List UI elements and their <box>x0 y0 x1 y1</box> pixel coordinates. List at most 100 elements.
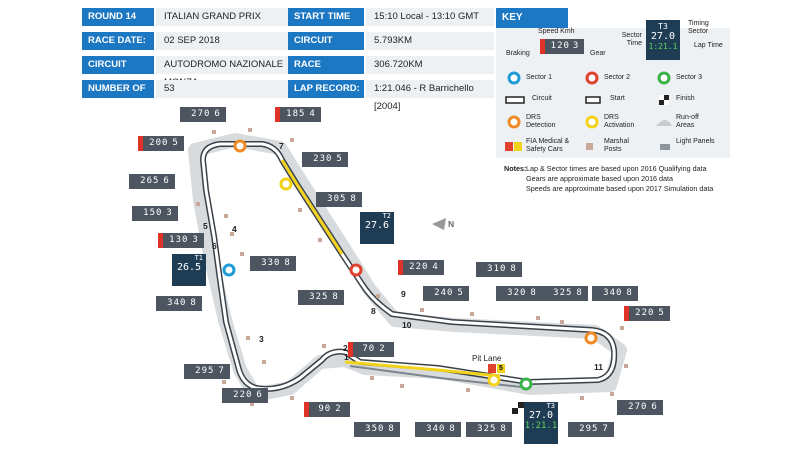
speed-value: 220 <box>409 262 429 272</box>
gear-value: 6 <box>163 176 170 186</box>
gear-value: 2 <box>335 404 342 414</box>
braking-marker <box>348 342 353 357</box>
sector-t1-box: T1 26.5 <box>172 254 206 286</box>
gear-value: 5 <box>336 154 343 164</box>
gear-value: 7 <box>218 366 225 376</box>
speed-value: 270 <box>628 402 648 412</box>
finish-flag-icon <box>512 402 524 414</box>
gear-value: 5 <box>172 138 179 148</box>
sector-t2-box: T2 27.6 <box>360 212 394 244</box>
notes-line-1: Lap & Sector times are based upon 2016 Q… <box>526 164 707 173</box>
sector1-marker <box>222 263 236 277</box>
key-symbols <box>505 71 672 151</box>
corner-11: 11 <box>594 362 603 372</box>
speed-value: 295 <box>195 366 215 376</box>
race-distance-value: 306.720KM <box>366 56 494 74</box>
speed-value: 240 <box>434 288 454 298</box>
speed-value: 90 <box>318 404 332 414</box>
key-sector-example: T3 27.0 1:21.1 <box>646 20 680 60</box>
gear-value: 8 <box>388 424 395 434</box>
braking-marker <box>138 136 143 151</box>
speed-value: 270 <box>191 109 211 119</box>
key-sector1: Sector 1 <box>526 74 553 81</box>
drs-activation-icon <box>585 115 599 129</box>
corner-6: 6 <box>212 241 217 251</box>
speed-value: 150 <box>143 208 163 218</box>
key-start: Start <box>610 95 625 102</box>
corner-9: 9 <box>401 289 406 299</box>
sector-t3-box: T3 27.0 1:21.1 <box>524 402 558 444</box>
gear-value: 8 <box>350 194 357 204</box>
race-date-label: RACE DATE: <box>82 32 154 50</box>
key-drs-detection: DRS Detection <box>526 114 556 129</box>
gear-value: 8 <box>576 288 583 298</box>
speed-value: 340 <box>426 424 446 434</box>
gear-value: 4 <box>309 109 316 119</box>
gear-value: 8 <box>500 424 507 434</box>
race-date-value: 02 SEP 2018 <box>156 32 288 50</box>
notes-line-3: Speeds are approximate based upon 2017 S… <box>526 184 714 193</box>
speed-value: 330 <box>261 258 281 268</box>
laps-label: NUMBER OF LAPS: <box>82 80 154 112</box>
gear-value: 6 <box>214 109 221 119</box>
corner-8: 8 <box>371 306 376 316</box>
gear-value: 3 <box>192 235 199 245</box>
speed-value: 310 <box>487 264 507 274</box>
gear-value: 5 <box>457 288 464 298</box>
speed-value: 220 <box>233 390 253 400</box>
drs-detection-icon <box>507 115 521 129</box>
lap-record-value: 1:21.046 - R Barrichello [2004] <box>366 80 494 112</box>
drs-activation-marker-1 <box>279 177 293 191</box>
speed-value: 70 <box>362 344 376 354</box>
braking-marker <box>624 306 629 321</box>
fia-medical-icon <box>505 142 513 151</box>
north-label: N <box>448 219 455 229</box>
key-braking: Braking <box>506 50 530 57</box>
sector1-icon <box>507 71 521 85</box>
grand-prix-name: ITALIAN GRAND PRIX <box>156 8 288 26</box>
speed-value: 320 <box>507 288 527 298</box>
circuit-icon <box>505 96 525 104</box>
key-sector2: Sector 2 <box>604 74 631 81</box>
key-example-sector-id: T3 <box>658 22 668 31</box>
braking-marker <box>158 233 163 248</box>
gear-value: 8 <box>332 292 339 302</box>
pit-lane-label: Pit Lane <box>472 354 502 363</box>
pit-fia-medical-icon <box>488 364 496 373</box>
sector3-marker <box>519 377 533 391</box>
gear-value: 8 <box>284 258 291 268</box>
speed-value: 295 <box>579 424 599 434</box>
drs-activation-marker-2 <box>487 373 501 387</box>
gear-value: 8 <box>449 424 456 434</box>
corner-2: 2 <box>343 343 348 353</box>
speed-value: 265 <box>140 176 160 186</box>
laps-value: 53 <box>156 80 288 98</box>
gear-value: 7 <box>602 424 609 434</box>
gear-value: 6 <box>256 390 263 400</box>
key-fia: FIA Medical & Safety Cars <box>526 138 570 153</box>
sector-t2-label: T2 <box>382 212 391 220</box>
drs-detection-marker-2 <box>584 331 598 345</box>
circuit-length-value: 5.793KM <box>366 32 494 50</box>
key-runoff: Run-off Areas <box>676 114 699 129</box>
corner-7: 7 <box>279 141 284 151</box>
